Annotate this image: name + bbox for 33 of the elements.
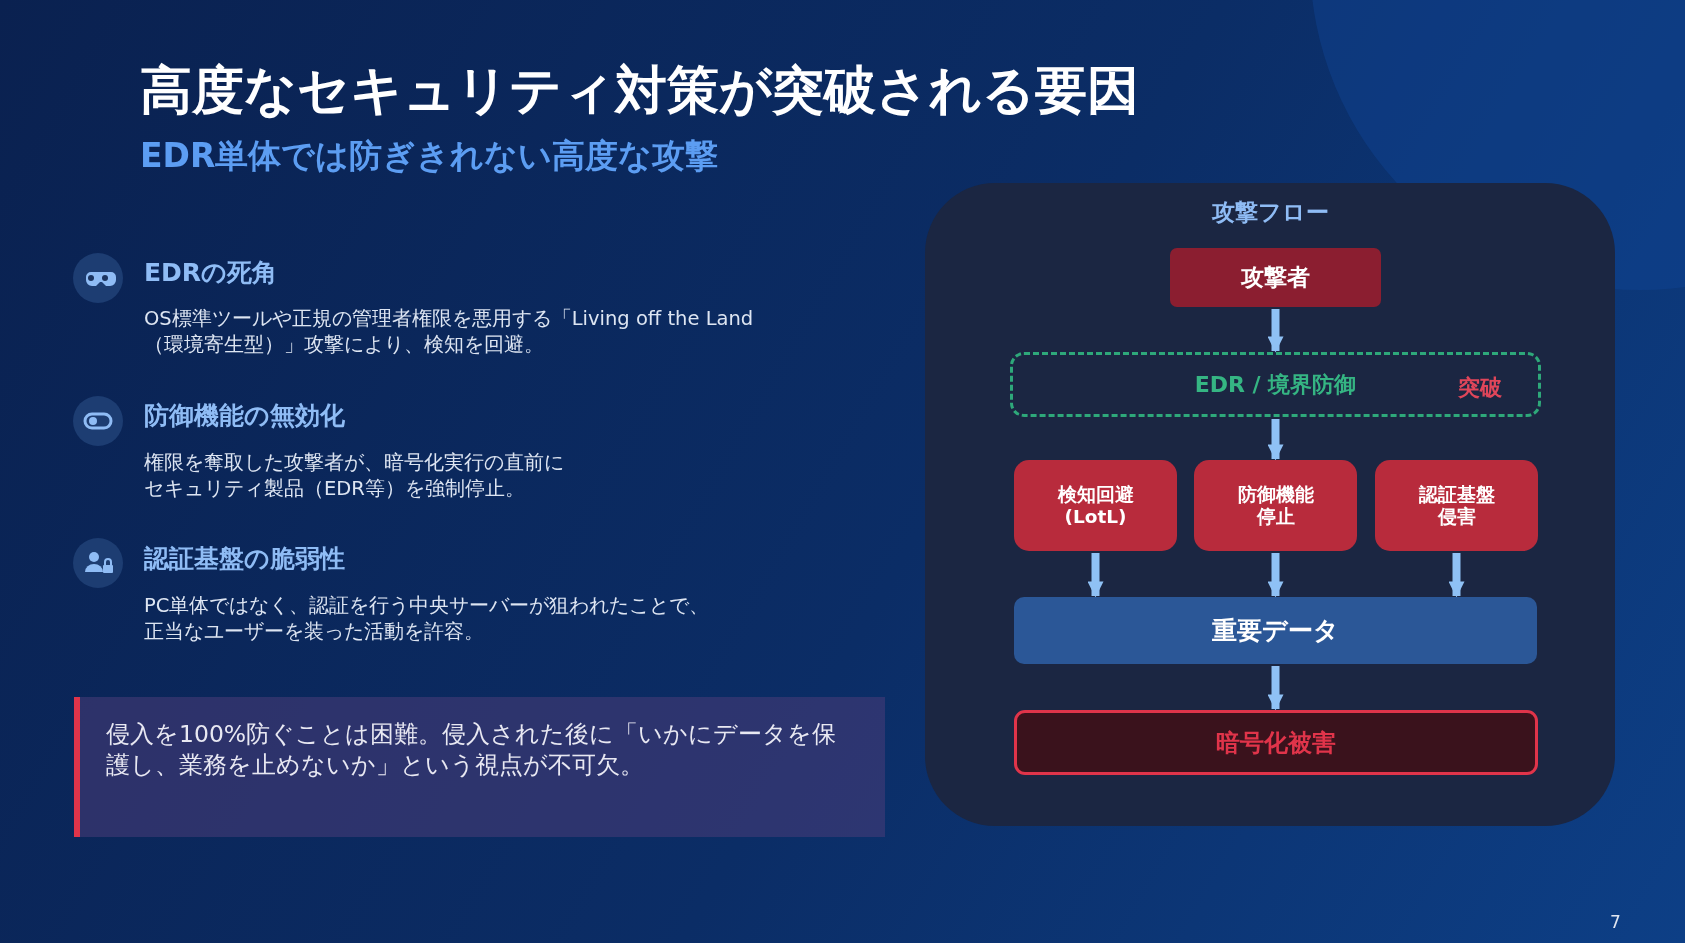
body-text: OS標準ツールや正規の管理者権限を悪用する「Living off the Land（環境寄生型）」攻撃により、検知を回避。 — [144, 306, 755, 358]
callout-box — [74, 697, 885, 837]
slide-title: 高度なセキュリティ対策が突破される要因 — [140, 59, 1139, 122]
box-label: 防御機能停止 — [1236, 483, 1315, 528]
attack-box — [1014, 460, 1177, 551]
attacker-box — [1170, 248, 1381, 307]
attack-box — [1194, 460, 1357, 551]
arrow — [1087, 553, 1104, 598]
breach-label: 突破 — [1458, 374, 1502, 402]
section-heading: 防御機能の無効化 — [144, 400, 345, 432]
box-label: 検知回避 (LotL) — [1056, 483, 1135, 528]
arrow — [1267, 553, 1284, 598]
box-label: 暗号化被害 — [1216, 727, 1336, 759]
box-label: 重要データ — [1212, 615, 1339, 647]
attack-box — [1375, 460, 1538, 551]
page-number: 7 — [1610, 912, 1621, 932]
arrow — [1267, 666, 1284, 711]
body-text: 権限を奪取した攻撃者が、暗号化実行の直前にセキュリティ製品（EDR等）を強制停止。 — [144, 450, 565, 502]
box-label: 攻撃者 — [1241, 263, 1310, 292]
data-box — [1014, 597, 1537, 664]
callout-text: 侵入を100%防ぐことは困難。侵入された後に「いかにデータを保護し、業務を止めないか」という視点が不可欠。 — [106, 720, 837, 779]
flow-panel — [925, 183, 1615, 826]
defense-zone — [1010, 352, 1541, 417]
box-label: 認証基盤侵害 — [1417, 483, 1496, 528]
damage-box — [1014, 710, 1538, 775]
arrow — [1267, 309, 1284, 353]
panel-heading: 攻撃フロー — [1210, 198, 1330, 227]
body-text: PC単体ではなく、認証を行う中央サーバーが狙われたことで、正当なユーザーを装った活動を許容。 — [144, 593, 711, 645]
subtitle: EDR単体では防ぎきれない高度な攻撃 — [140, 135, 719, 177]
arrow — [1448, 553, 1465, 598]
section-heading: 認証基盤の脆弱性 — [144, 543, 345, 575]
section-heading: EDRの死角 — [144, 257, 278, 289]
zone-label: EDR / 境界防御 — [1194, 370, 1357, 399]
